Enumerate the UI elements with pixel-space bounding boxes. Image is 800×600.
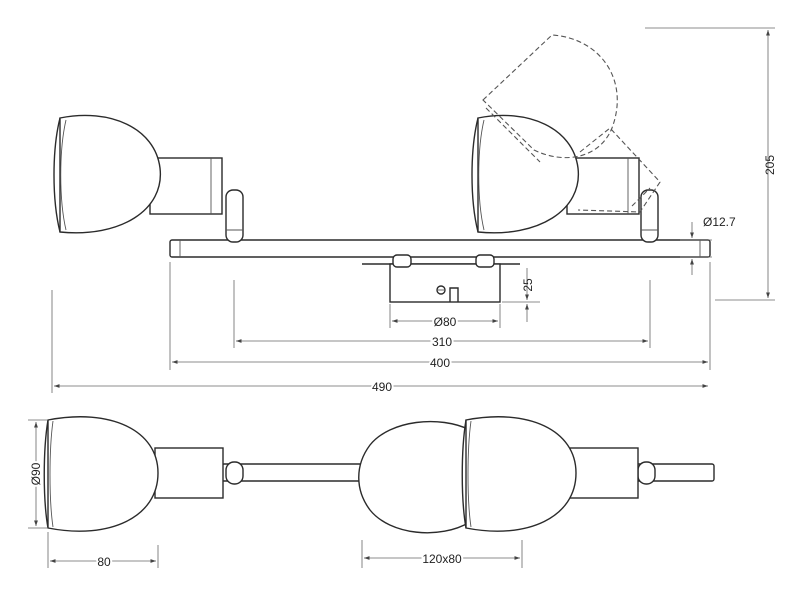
canopy xyxy=(362,254,520,303)
rod-diameter-dimension: Ø12.7 xyxy=(680,215,736,275)
bar-length-label: 400 xyxy=(430,356,450,370)
top-left-spotlight xyxy=(43,416,244,532)
mounting-bar xyxy=(169,239,711,258)
tilted-spotlight-outline xyxy=(482,34,661,213)
shade-depth-label: 80 xyxy=(97,555,111,569)
front-view: 205 Ø12.7 25 Ø80 310 xyxy=(51,27,777,396)
height-label: 205 xyxy=(763,155,777,175)
shade-size-label: 120x80 xyxy=(422,552,462,566)
height-dimension: 205 xyxy=(645,27,777,301)
shade-diameter-label: Ø90 xyxy=(29,462,43,485)
top-middle-spotlight xyxy=(358,420,471,534)
top-right-spotlight xyxy=(461,416,656,532)
canopy-diameter-dimension: Ø80 xyxy=(389,304,501,331)
rod-diameter-label: Ø12.7 xyxy=(703,215,736,229)
canopy-height-label: 25 xyxy=(521,278,535,292)
shade-size-dimension: 120x80 xyxy=(361,540,523,568)
bar-length-dimension: 400 xyxy=(169,262,711,372)
total-length-dimension: 490 xyxy=(51,290,708,396)
canopy-diameter-label: Ø80 xyxy=(434,315,457,329)
left-spotlight xyxy=(53,114,244,243)
bolt-spacing-dimension: 310 xyxy=(233,280,651,351)
bolt-spacing-label: 310 xyxy=(432,335,452,349)
top-view: Ø90 80 120x80 xyxy=(27,416,715,571)
right-spotlight xyxy=(471,114,659,243)
total-length-label: 490 xyxy=(372,380,392,394)
canopy-height-dimension: 25 xyxy=(502,268,540,322)
shade-depth-dimension: 80 xyxy=(47,532,159,571)
shade-diameter-dimension: Ø90 xyxy=(27,419,48,529)
